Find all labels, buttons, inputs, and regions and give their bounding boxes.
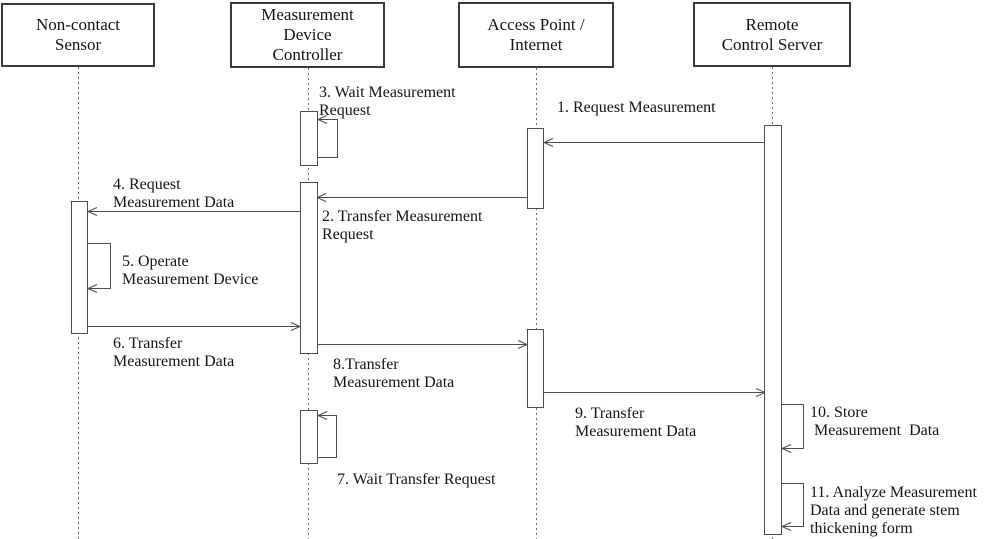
message-11-label: 11. Analyze Measurement Data and generat…: [810, 484, 977, 537]
actor-access-point-internet: Access Point / Internet: [458, 2, 614, 68]
message-6-arrow: [88, 322, 302, 331]
message-3-self-loop: [316, 115, 338, 158]
message-9-label: 9. Transfer Measurement Data: [575, 405, 697, 440]
activation-mdc-wait-measurement: [300, 111, 318, 166]
activation-mdc-wait-transfer: [300, 410, 318, 464]
message-5-label: 5. Operate Measurement Device: [122, 253, 259, 288]
message-10-label: 10. Store Measurement Data: [810, 404, 940, 439]
message-2-arrow: [315, 193, 527, 202]
actor-remote-control-server: Remote Control Server: [693, 2, 851, 67]
message-8-arrow: [318, 340, 529, 349]
lifelines: [78, 67, 773, 539]
activation-bars: [71, 111, 782, 535]
message-6-label: 6. Transfer Measurement Data: [113, 335, 235, 370]
message-2-label: 2. Transfer Measurement Request: [322, 208, 483, 243]
actor-measurement-device-controller: Measurement Device Controller: [230, 2, 385, 68]
message-3-label: 3. Wait Measurement Request: [319, 84, 456, 119]
message-1-label: 1. Request Measurement: [557, 99, 716, 116]
activation-non-contact-sensor: [71, 201, 88, 334]
message-11-self-loop: [780, 483, 804, 531]
message-8-label: 8.Transfer Measurement Data: [333, 356, 455, 391]
message-1-arrow: [542, 138, 765, 147]
message-7-self-loop: [316, 411, 337, 458]
actor-non-contact-sensor: Non-contact Sensor: [1, 3, 155, 67]
activation-remote-control-server: [764, 125, 782, 535]
message-5-self-loop: [86, 243, 111, 293]
message-9-arrow: [543, 388, 767, 397]
activation-mdc-main: [300, 182, 318, 354]
activation-access-point-2: [527, 329, 544, 408]
message-4-label: 4. Request Measurement Data: [113, 176, 235, 211]
activation-access-point-1: [527, 128, 544, 209]
message-7-label: 7. Wait Transfer Request: [337, 471, 496, 488]
message-10-self-loop: [780, 404, 804, 453]
message-arrows: [86, 138, 767, 397]
